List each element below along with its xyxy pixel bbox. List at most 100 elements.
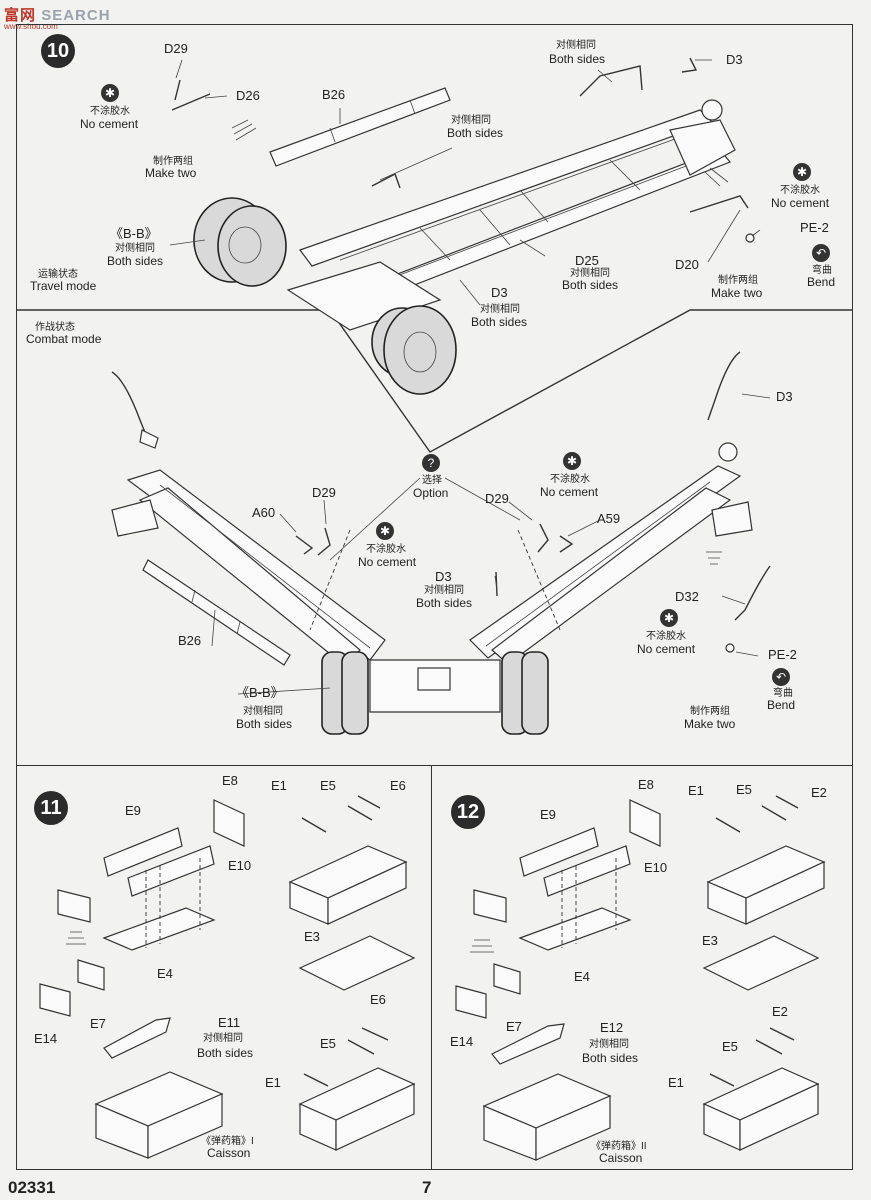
part-e5-s12-top: E5 (736, 782, 752, 797)
part-e5-s11-top: E5 (320, 778, 336, 793)
part-pe2-combat: PE-2 (768, 647, 797, 662)
both-sides-en-5: Both sides (471, 315, 528, 329)
both-sides-cn-1: 对侧相同 (556, 40, 596, 51)
part-e4-s12: E4 (574, 969, 590, 984)
no-cement-en-5: No cement (637, 642, 696, 656)
part-d25: D25 (575, 253, 599, 268)
part-d3-mid: D3 (491, 285, 508, 300)
make-two-cn-2: 制作两组 (718, 275, 758, 286)
part-d3-combat: D3 (776, 389, 793, 404)
combat-mode-en: Combat mode (26, 332, 102, 346)
no-cement-icon: ✱ (101, 84, 119, 102)
product-code: 02331 (8, 1178, 56, 1197)
part-e8-s11: E8 (222, 773, 238, 788)
both-sides-en-3: Both sides (107, 254, 164, 268)
part-e12: E12 (600, 1020, 624, 1035)
part-e1-s11-top: E1 (271, 778, 287, 793)
part-e5-s11-bottom: E5 (320, 1036, 336, 1051)
make-two-en-2: Make two (711, 286, 763, 300)
both-sides-en-s12: Both sides (582, 1051, 639, 1065)
part-d3-center: D3 (435, 569, 452, 584)
part-d3-top: D3 (726, 52, 743, 67)
part-e11: E11 (218, 1015, 241, 1030)
no-cement-icon: ✱ (793, 163, 811, 181)
part-e2-s12-top: E2 (811, 785, 827, 800)
no-cement-cn-5: 不涂胶水 (646, 631, 686, 642)
no-cement-icon: ✱ (376, 522, 394, 540)
part-e3-s12: E3 (702, 933, 718, 948)
bend-cn-1: 弯曲 (812, 265, 832, 276)
part-e10-s11: E10 (228, 858, 252, 873)
step-10-number: 10 (41, 34, 75, 68)
both-sides-cn-s12: 对侧相同 (589, 1039, 629, 1050)
caisson-en-s12: Caisson (599, 1151, 643, 1165)
caisson-cn-s11: 《弹药箱》I (201, 1136, 254, 1147)
both-sides-cn-4: 对侧相同 (570, 268, 610, 279)
part-b26-combat: B26 (178, 633, 202, 648)
both-sides-en-2: Both sides (447, 126, 504, 140)
option-cn: 选择 (422, 475, 442, 486)
bb-label-bottom: 《B-B》 (236, 685, 284, 700)
both-sides-en-6: Both sides (416, 596, 473, 610)
part-e14-s11: E14 (34, 1031, 58, 1046)
part-e1-s11-bottom: E1 (265, 1075, 281, 1090)
part-e9-s11: E9 (125, 803, 141, 818)
option-en: Option (413, 486, 449, 500)
no-cement-cn-2: 不涂胶水 (780, 185, 820, 196)
part-a60: A60 (252, 505, 276, 520)
no-cement-en-2: No cement (771, 196, 830, 210)
caisson-en-s11: Caisson (207, 1146, 251, 1160)
part-d32: D32 (675, 589, 699, 604)
part-a59: A59 (597, 511, 621, 526)
part-d26: D26 (236, 88, 260, 103)
watermark-url: www.shou.com (4, 22, 58, 31)
bend-en-1: Bend (807, 275, 836, 289)
step12-panel (431, 765, 853, 1170)
part-d29-top: D29 (164, 41, 188, 56)
travel-mode-cn: 运输状态 (38, 269, 78, 280)
no-cement-en-1: No cement (80, 117, 139, 131)
travel-mode-en: Travel mode (30, 279, 97, 293)
part-e7-s11: E7 (90, 1016, 106, 1031)
bb-label-top: 《B-B》 (110, 226, 158, 241)
both-sides-cn-3: 对侧相同 (115, 243, 155, 254)
bend-icon: ↶ (812, 244, 830, 262)
part-d29-left: D29 (312, 485, 336, 500)
watermark-logo: 富网 SEARCH (4, 7, 111, 24)
no-cement-cn-4: 不涂胶水 (550, 474, 590, 485)
combat-mode-cn: 作战状态 (35, 322, 75, 333)
both-sides-cn-7: 对侧相同 (243, 706, 283, 717)
no-cement-icon: ✱ (563, 452, 581, 470)
part-d29-right: D29 (485, 491, 509, 506)
make-two-cn-3: 制作两组 (690, 706, 730, 717)
page-number: 7 (422, 1178, 432, 1197)
part-e6-s11-top: E6 (390, 778, 406, 793)
both-sides-en-s11: Both sides (197, 1046, 254, 1060)
part-e5-s12-bottom: E5 (722, 1039, 738, 1054)
no-cement-icon: ✱ (660, 609, 678, 627)
question-icon: ? (422, 454, 440, 472)
part-e3-s11: E3 (304, 929, 320, 944)
part-e4-s11: E4 (157, 966, 173, 981)
step-12-number: 12 (451, 795, 485, 829)
make-two-en-3: Make two (684, 717, 736, 731)
both-sides-cn-2: 对侧相同 (451, 115, 491, 126)
no-cement-en-4: No cement (540, 485, 599, 499)
bend-cn-2: 弯曲 (773, 688, 793, 699)
part-pe2-top: PE-2 (800, 220, 829, 235)
no-cement-cn-3: 不涂胶水 (366, 544, 406, 555)
part-e9-s12: E9 (540, 807, 556, 822)
part-b26-top: B26 (322, 87, 346, 102)
part-d20: D20 (675, 257, 699, 272)
part-e14-s12: E14 (450, 1034, 474, 1049)
both-sides-en-7: Both sides (236, 717, 293, 731)
part-e1-s12-top: E1 (688, 783, 704, 798)
bend-icon: ↶ (772, 668, 790, 686)
part-e1-s12-bottom: E1 (668, 1075, 684, 1090)
step-11-number: 11 (34, 791, 68, 825)
part-e7-s12: E7 (506, 1019, 522, 1034)
both-sides-cn-6: 对侧相同 (424, 585, 464, 596)
make-two-en-1: Make two (145, 166, 197, 180)
both-sides-cn-5: 对侧相同 (480, 304, 520, 315)
